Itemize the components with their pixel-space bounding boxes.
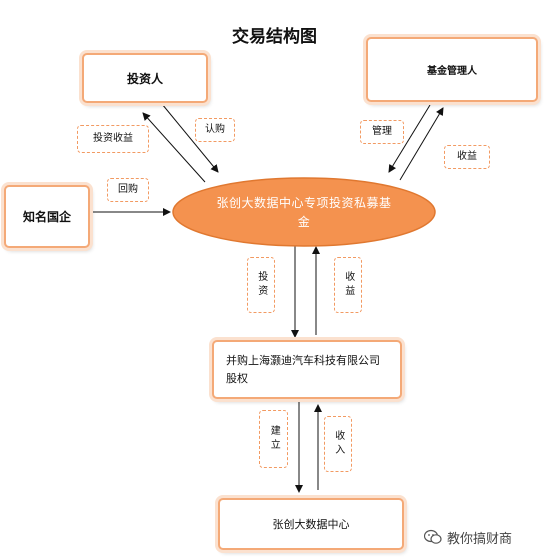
edge-label-fund-return: 收益 (334, 257, 362, 313)
wechat-icon (424, 529, 442, 544)
company-node: 知名国企 (4, 185, 90, 248)
watermark: 教你搞财商 (424, 526, 546, 548)
investor-label: 投资人 (126, 71, 163, 86)
center-label: 张创大数据中心 (272, 518, 350, 531)
edge-label-build: 建立 (259, 410, 288, 468)
arrow-fund-to-manager (399, 107, 444, 181)
arrow-manager-to-fund (388, 104, 431, 173)
edge-label-invest: 投资 (247, 257, 275, 313)
center-node: 张创大数据中心 (218, 498, 404, 550)
manager-node: 基金管理人 (366, 37, 538, 102)
edge-label-subscribe: 认购 (195, 118, 235, 142)
watermark-text: 教你搞财商 (447, 531, 513, 547)
arrow-fund-to-investor (142, 112, 206, 183)
edge-label-income: 收入 (324, 416, 352, 472)
page-title: 交易结构图 (232, 27, 317, 47)
company-label: 知名国企 (22, 210, 71, 224)
acquire-label: 并购上海灏迪汽车科技有限公司股权 (226, 353, 380, 385)
fund-label: 张创大数据中心专项投资私募基金 (216, 195, 392, 229)
investor-node: 投资人 (82, 53, 208, 103)
fund-node: 张创大数据中心专项投资私募基金 (214, 183, 394, 243)
edge-label-manage: 管理 (360, 120, 404, 144)
fund-oval-shape (172, 177, 436, 247)
edge-label-buyback: 回购 (107, 178, 149, 202)
edge-label-investor-return: 投资收益 (77, 125, 149, 153)
acquire-node: 并购上海灏迪汽车科技有限公司股权 (212, 340, 402, 399)
manager-label: 基金管理人 (427, 66, 477, 77)
arrow-investor-to-fund (161, 103, 219, 173)
edge-label-manager-return: 收益 (444, 145, 490, 169)
